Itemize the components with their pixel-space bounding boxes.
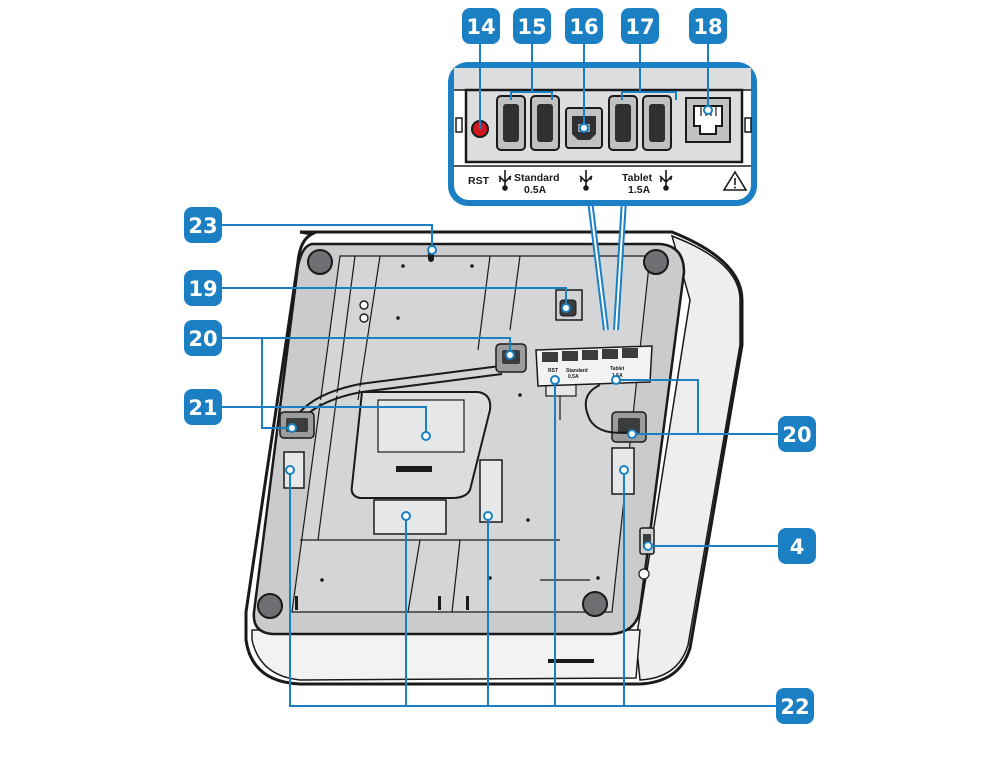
svg-text:Standard: Standard bbox=[566, 368, 588, 374]
tablet-rating: 1.5A bbox=[628, 184, 651, 196]
rubber-foot bbox=[307, 249, 333, 275]
callout-19: 19 bbox=[184, 270, 222, 306]
svg-text:16: 16 bbox=[569, 15, 598, 39]
standard-label: Standard bbox=[514, 172, 560, 184]
device-port-strip: RST Standard Tablet 0.5A 1.5A bbox=[535, 345, 653, 387]
usb-icon bbox=[579, 170, 593, 191]
cable-right bbox=[584, 384, 631, 434]
svg-text:Tablet: Tablet bbox=[610, 366, 625, 372]
usb-icon bbox=[498, 170, 512, 191]
svg-text:15: 15 bbox=[517, 15, 546, 39]
housing-side bbox=[635, 234, 741, 681]
usb-standard-ports bbox=[496, 95, 560, 151]
callout-15: 15 bbox=[513, 8, 551, 44]
tray-ribs bbox=[300, 255, 590, 613]
svg-text:0.5A: 0.5A bbox=[568, 374, 579, 380]
tray-slots bbox=[295, 264, 600, 610]
rj-port bbox=[685, 97, 731, 143]
device-body: RST Standard Tablet 0.5A 1.5A bbox=[244, 230, 744, 686]
svg-text:14: 14 bbox=[466, 15, 495, 39]
usb-tablet-ports bbox=[608, 95, 672, 151]
leader-dots bbox=[285, 105, 713, 551]
callout-21: 21 bbox=[184, 389, 222, 425]
callout-14: 14 bbox=[462, 8, 500, 44]
rubber-foot bbox=[257, 593, 283, 619]
callout-badges: 14 15 16 17 18 23 19 20 bbox=[184, 8, 816, 724]
callout-20-left: 20 bbox=[184, 320, 222, 356]
callout-20-right: 20 bbox=[778, 416, 816, 452]
housing-groove bbox=[548, 659, 594, 663]
callout-22: 22 bbox=[776, 688, 814, 724]
screw-pair bbox=[359, 300, 369, 323]
callout-4: 4 bbox=[778, 528, 816, 564]
rubber-foot bbox=[643, 249, 669, 275]
svg-text:17: 17 bbox=[625, 15, 654, 39]
svg-text:4: 4 bbox=[790, 535, 805, 559]
rst-label: RST bbox=[468, 175, 490, 187]
rubber-foot bbox=[582, 591, 608, 617]
svg-text:19: 19 bbox=[188, 277, 217, 301]
svg-text:20: 20 bbox=[782, 423, 811, 447]
usb-icon bbox=[659, 170, 673, 191]
callout-23: 23 bbox=[184, 207, 222, 243]
leader-lines bbox=[222, 44, 778, 707]
svg-text:20: 20 bbox=[188, 327, 217, 351]
callout-18: 18 bbox=[689, 8, 727, 44]
cover-plate bbox=[350, 391, 492, 499]
tablet-label: Tablet bbox=[622, 172, 653, 184]
svg-text:23: 23 bbox=[188, 214, 217, 238]
cable-clip-left bbox=[279, 411, 315, 439]
zoom-connector bbox=[587, 199, 627, 331]
svg-text:22: 22 bbox=[780, 695, 809, 719]
callout-17: 17 bbox=[621, 8, 659, 44]
svg-text:21: 21 bbox=[188, 396, 217, 420]
port-panel-zoom: RST Standard 0.5A Tablet 1.5A bbox=[448, 62, 757, 206]
standard-rating: 0.5A bbox=[524, 184, 547, 196]
housing-bottom bbox=[251, 629, 641, 681]
vent-slot bbox=[479, 459, 503, 523]
callout-16: 16 bbox=[565, 8, 603, 44]
warning-icon bbox=[722, 170, 748, 191]
svg-text:18: 18 bbox=[693, 15, 722, 39]
svg-text:RST: RST bbox=[548, 368, 558, 374]
